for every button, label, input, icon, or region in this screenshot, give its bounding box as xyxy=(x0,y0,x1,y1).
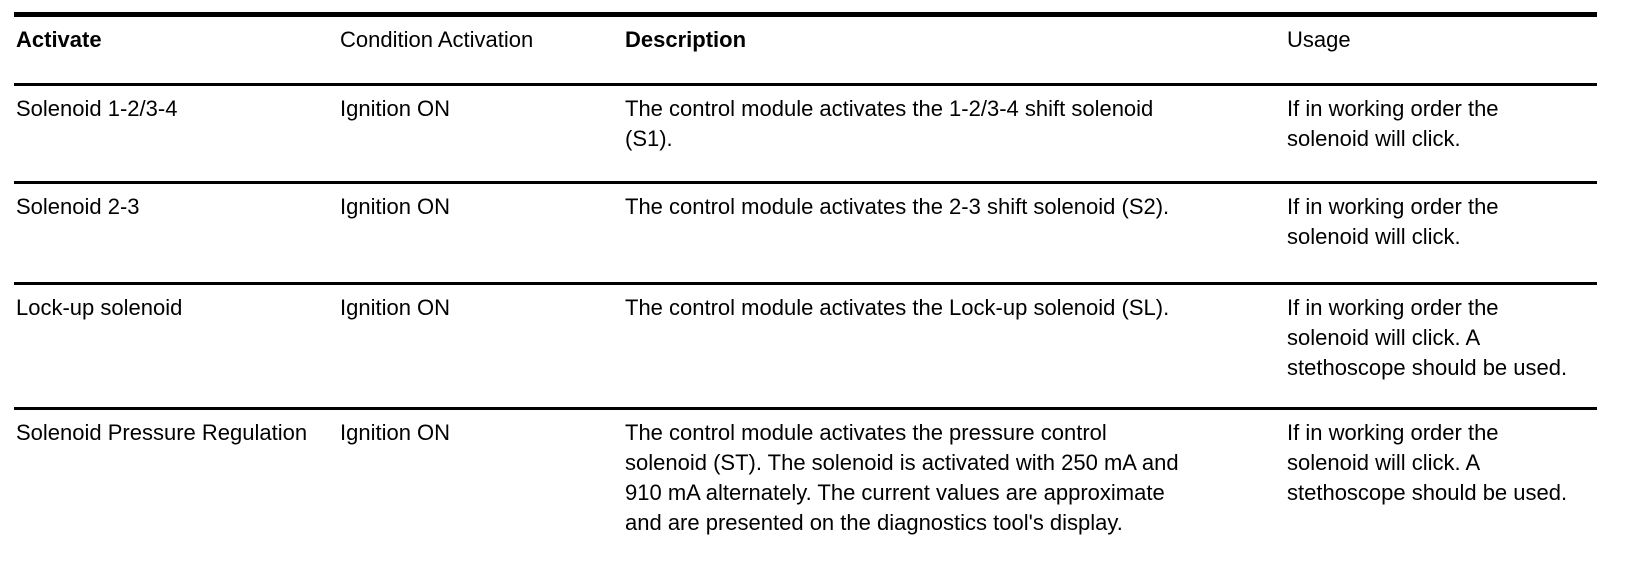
cell-description: The control module activates the pressur… xyxy=(625,420,1179,535)
cell-usage: If in working order the solenoid will cl… xyxy=(1285,182,1597,285)
cell-condition: Ignition ON xyxy=(340,420,451,445)
cell-description: The control module activates the Lock-up… xyxy=(623,283,1285,410)
cell-activate: Solenoid 1-2/3-4 xyxy=(14,84,338,184)
header-description: Description xyxy=(623,14,1285,86)
cell-condition: Ignition ON xyxy=(338,84,623,184)
table-row: Lock-up solenoid Ignition ON The control… xyxy=(14,283,1597,410)
cell-activate: Lock-up solenoid xyxy=(14,283,338,410)
table-row: Solenoid 1-2/3-4 Ignition ON The control… xyxy=(14,84,1597,184)
cell-condition: Ignition ON xyxy=(338,283,623,410)
table-header-row: Activate Condition Activation Descriptio… xyxy=(14,14,1597,86)
cell-usage: If in working order the solenoid will cl… xyxy=(1285,84,1597,184)
cell-description: The control module activates the 2-3 shi… xyxy=(623,182,1285,285)
cell-usage: If in working order the solenoid will cl… xyxy=(1285,283,1597,410)
header-usage: Usage xyxy=(1285,14,1597,86)
cell-description: The control module activates the 1-2/3-4… xyxy=(623,84,1285,184)
cell-activate: Solenoid 2-3 xyxy=(14,182,338,285)
header-activate: Activate xyxy=(14,14,338,86)
solenoid-activation-table: Activate Condition Activation Descriptio… xyxy=(14,12,1597,566)
cell-activate: Solenoid Pressure Regulation xyxy=(16,420,308,445)
cell-condition: Ignition ON xyxy=(338,182,623,285)
table-row: Solenoid Pressure Regulation Ignition ON… xyxy=(14,409,1597,566)
cell-usage: If in working order the solenoid will cl… xyxy=(1287,420,1568,505)
header-condition-activation: Condition Activation xyxy=(338,14,623,86)
table-row: Solenoid 2-3 Ignition ON The control mod… xyxy=(14,182,1597,285)
